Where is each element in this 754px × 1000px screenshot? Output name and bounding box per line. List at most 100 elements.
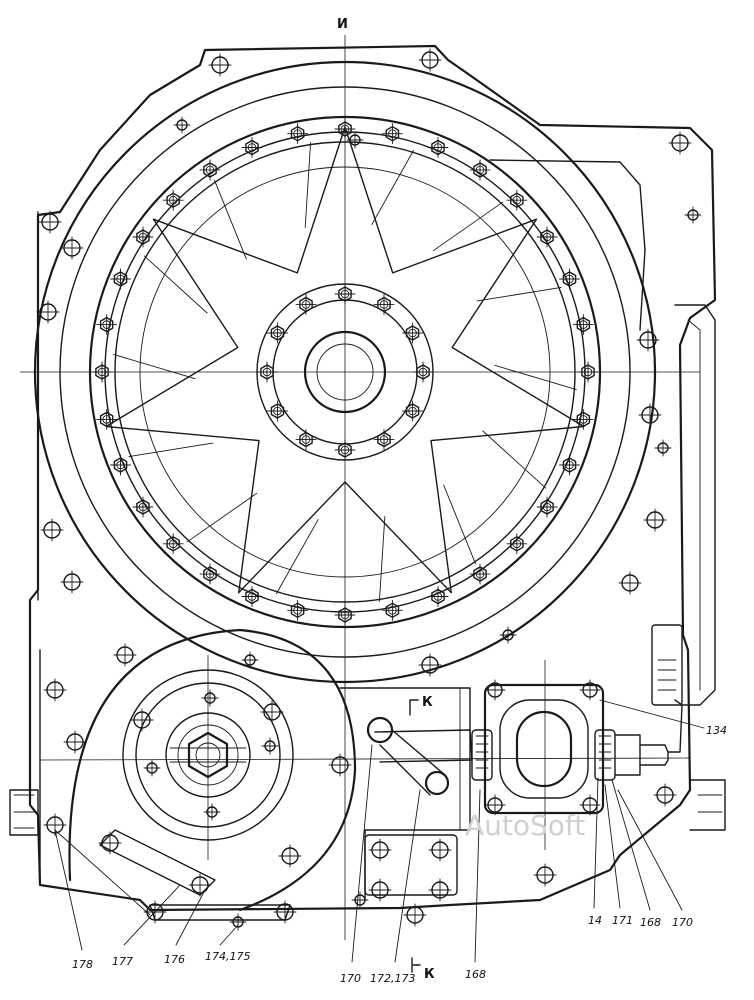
bolt	[533, 863, 557, 887]
rib	[432, 201, 504, 252]
callout-174-175: 174,175	[205, 950, 251, 963]
lower-gear-cover	[54, 628, 357, 921]
callout-178: 178	[72, 958, 93, 971]
bolt	[668, 131, 692, 155]
bolt	[536, 226, 558, 248]
bolt	[579, 679, 601, 701]
bolt	[287, 123, 309, 145]
bolt	[199, 159, 221, 181]
bolt	[402, 322, 423, 344]
bolt	[572, 408, 594, 430]
section-mark-k-lower: К	[424, 967, 435, 982]
bolt	[381, 123, 403, 145]
bolt	[403, 903, 427, 927]
bolt	[241, 651, 259, 669]
bolt	[261, 737, 279, 755]
callout-172-173: 172,173	[370, 972, 416, 985]
bolt	[428, 838, 452, 862]
bolt	[188, 873, 212, 897]
bolt	[203, 803, 221, 821]
bolt	[559, 268, 580, 290]
bolt	[373, 429, 395, 450]
bolt	[43, 678, 67, 702]
bolt	[162, 189, 184, 211]
bolt	[60, 236, 84, 260]
rib	[371, 149, 415, 225]
bolt	[484, 679, 506, 701]
coupling-mechanism	[364, 624, 683, 896]
bolt	[559, 454, 580, 476]
bolt	[368, 838, 392, 862]
bolt	[295, 294, 317, 315]
callout-177: 177	[112, 955, 133, 968]
housing	[9, 44, 726, 912]
bolt	[110, 268, 131, 290]
bolt	[287, 599, 309, 621]
bolt	[469, 563, 491, 585]
section-mark-top: И	[337, 17, 348, 32]
callout-14: 14	[588, 914, 602, 927]
callout-134: 134	[706, 724, 727, 737]
bolt	[162, 533, 184, 555]
section-mark-k-upper: К	[422, 695, 433, 710]
callout-168-right: 168	[640, 916, 661, 929]
rib	[113, 354, 196, 380]
bolt	[208, 53, 232, 77]
rib	[214, 179, 247, 260]
bolt	[132, 496, 154, 518]
rib	[128, 442, 214, 458]
rib	[186, 492, 258, 543]
rib	[476, 286, 562, 302]
bolt	[402, 400, 423, 422]
bolt	[295, 429, 317, 450]
callout-170-right: 170	[672, 916, 693, 929]
rib	[275, 519, 319, 595]
bolt	[618, 571, 642, 595]
bolt	[132, 226, 154, 248]
bolt	[110, 454, 131, 476]
bolt	[572, 314, 594, 336]
center-lines	[20, 35, 700, 940]
bolt	[229, 913, 247, 931]
bolt	[241, 586, 263, 607]
bolt	[260, 700, 284, 724]
bolt	[267, 400, 288, 422]
rib	[304, 142, 312, 228]
rib	[378, 516, 386, 602]
bolt	[351, 891, 369, 909]
callout-171: 171	[612, 914, 633, 927]
watermark: AutoSoft	[465, 809, 585, 842]
callouts: 178 177 176 174,175 170 172,173 168 14 1…	[72, 724, 727, 985]
rib	[494, 364, 577, 390]
bolt	[199, 563, 221, 585]
bolt	[469, 159, 491, 181]
callout-168-left: 168	[465, 968, 486, 981]
bolt	[368, 878, 392, 902]
bolt	[36, 300, 60, 324]
callout-170-left: 170	[340, 972, 361, 985]
bolt	[43, 813, 67, 837]
bolt	[428, 878, 452, 902]
callout-176: 176	[164, 953, 185, 966]
bolt	[381, 599, 403, 621]
bolt	[173, 116, 191, 134]
bolt	[643, 508, 667, 532]
bolt	[636, 328, 660, 352]
bolt	[373, 294, 395, 315]
rib	[482, 430, 547, 489]
bolt	[113, 643, 137, 667]
section-marks: И К К	[337, 17, 435, 982]
bolt	[684, 206, 702, 224]
bolt	[418, 653, 442, 677]
leader-lines	[54, 699, 705, 963]
bolt	[63, 730, 87, 754]
rib	[443, 484, 476, 565]
rib	[143, 255, 208, 314]
bolt	[499, 626, 517, 644]
bolt	[328, 753, 352, 777]
bolt	[96, 314, 118, 336]
bolt	[38, 210, 62, 234]
bolt	[60, 570, 84, 594]
bolt	[96, 408, 118, 430]
